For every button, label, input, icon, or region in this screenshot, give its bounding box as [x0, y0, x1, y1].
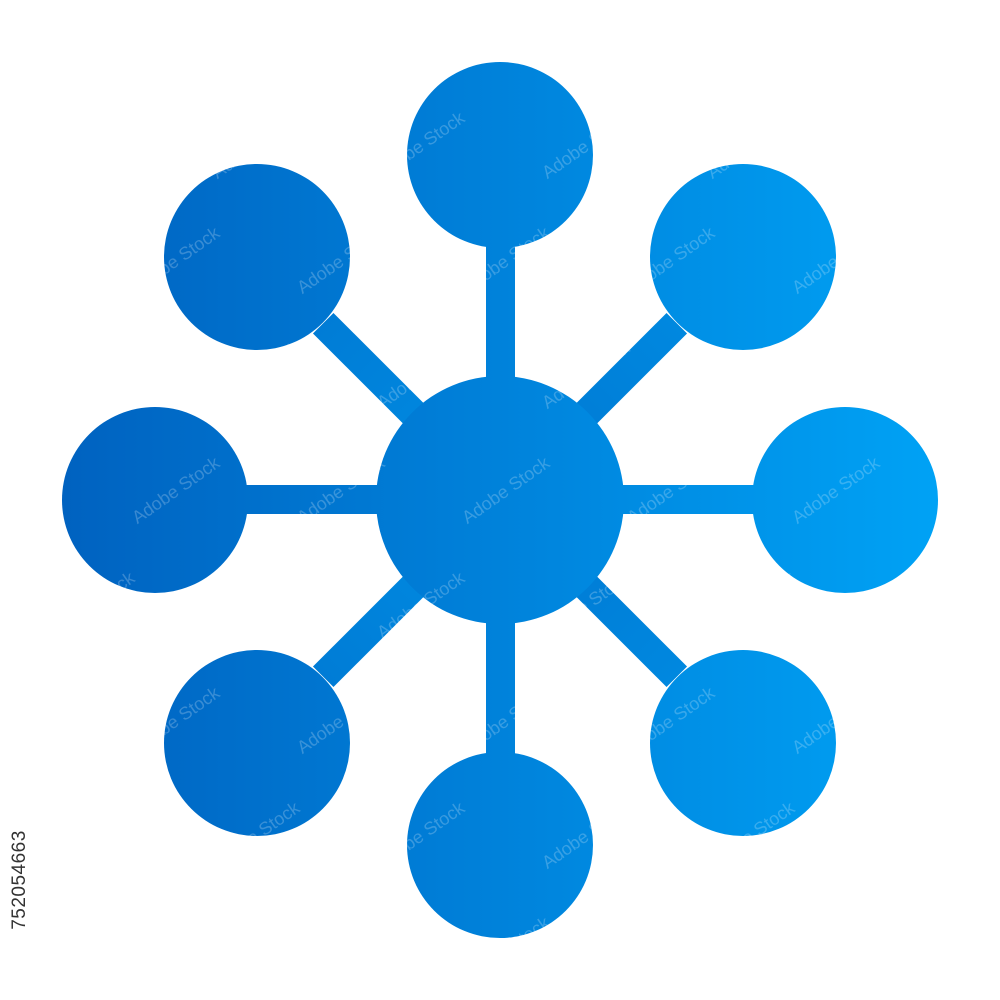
node-top-right: [650, 164, 836, 350]
node-top: [407, 62, 593, 248]
node-bottom-right: [650, 650, 836, 836]
spoke-right: [610, 485, 770, 514]
spoke-bottom: [486, 610, 515, 770]
node-top-left: [164, 164, 350, 350]
node-left: [62, 407, 248, 593]
hub-node: [376, 376, 624, 624]
node-right: [752, 407, 938, 593]
spoke-left: [230, 485, 390, 514]
spoke-top: [486, 230, 515, 390]
node-bottom: [407, 752, 593, 938]
node-bottom-left: [164, 650, 350, 836]
